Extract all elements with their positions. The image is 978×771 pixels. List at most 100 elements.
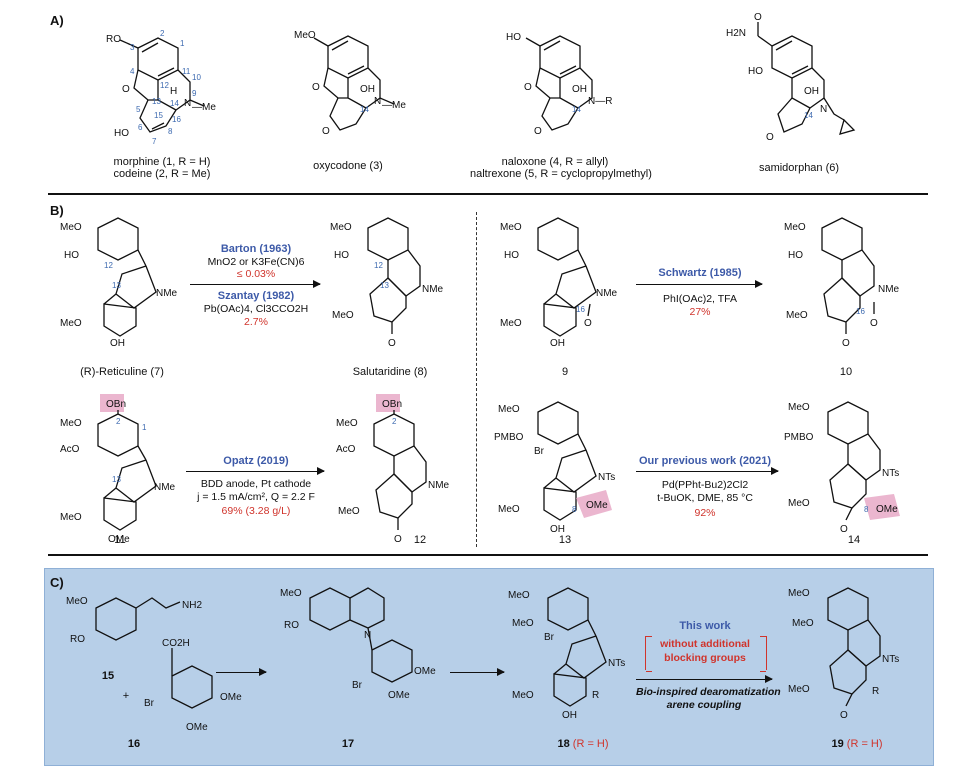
svg-text:PMBO: PMBO [494,432,524,443]
compound-10-structure: MeO HO NMe O MeO O 16 [784,217,900,349]
svg-text:MeO: MeO [336,418,358,429]
svg-text:NMe: NMe [428,480,450,491]
svg-text:6: 6 [138,123,143,132]
reaction-arrow-c1 [216,668,267,676]
svg-text:MeO: MeO [60,222,82,233]
opatz-conditions-2: j = 1.5 mA/cm², Q = 2.2 F [197,491,315,503]
svg-text:MeO: MeO [784,222,806,233]
svg-text:N: N [374,96,381,107]
compound-14-structure: MeO PMBO NTs OMe MeO O 8 [784,401,900,535]
svg-text:7: 7 [152,137,157,146]
compound-10-label: 10 [839,366,853,378]
svg-text:HO: HO [748,66,763,77]
svg-text:OMe: OMe [414,666,436,677]
svg-text:O: O [534,126,542,137]
without-additional-text: without additional [660,638,750,650]
svg-text:MeO: MeO [512,690,534,701]
svg-text:13: 13 [380,281,389,290]
svg-text:OH: OH [360,84,375,95]
compound-17-label: 17 [341,738,355,750]
compound-9-label: 9 [561,366,569,378]
naloxone-structure: HO O OH N—R O 14 [506,32,612,137]
svg-text:Br: Br [144,698,155,709]
reaction-arrow-c2 [450,668,505,676]
svg-text:O: O [840,524,848,535]
svg-text:OH: OH [804,86,819,97]
reaction-arrow-3 [186,467,325,475]
svg-text:O: O [388,338,396,349]
svg-text:O: O [312,82,320,93]
svg-text:15: 15 [154,111,163,120]
svg-text:O: O [842,338,850,349]
svg-text:NTs: NTs [882,468,899,479]
svg-text:5: 5 [136,105,141,114]
svg-text:O: O [524,82,532,93]
panel-b-divider [476,212,477,547]
svg-text:OBn: OBn [106,399,126,410]
svg-text:MeO: MeO [338,506,360,517]
compound-12-label: 12 [413,534,427,546]
svg-text:AcO: AcO [60,444,80,455]
svg-text:1: 1 [180,39,185,48]
svg-text:OMe: OMe [186,722,208,733]
svg-text:O: O [122,84,130,95]
panel-divider-2 [48,554,928,556]
oxycodone-label: oxycodone (3) [313,160,383,172]
morphine-label: morphine (1, R = H) [113,156,211,168]
svg-text:OH: OH [110,338,125,349]
compound-16-label: 16 [127,738,141,750]
svg-text:11: 11 [182,67,191,76]
svg-text:9: 9 [192,89,197,98]
svg-text:MeO: MeO [60,318,82,329]
svg-text:13: 13 [112,281,121,290]
compound-17-structure: MeO RO N Br OMe OMe [280,587,436,701]
svg-text:Br: Br [534,446,545,457]
svg-text:MeO: MeO [788,684,810,695]
svg-text:8: 8 [572,505,577,514]
svg-text:MeO: MeO [280,588,302,599]
barton-author: Barton (1963) [220,243,292,255]
samidorphan-label: samidorphan (6) [758,162,840,174]
svg-text:MeO: MeO [498,404,520,415]
svg-text:NMe: NMe [596,288,618,299]
svg-text:MeO: MeO [330,222,352,233]
svg-text:MeO: MeO [508,590,530,601]
schwartz-author: Schwartz (1985) [658,267,742,279]
svg-text:OBn: OBn [382,399,402,410]
svg-text:NMe: NMe [422,284,444,295]
szantay-conditions: Pb(OAc)4, Cl3CCO2H [203,303,309,315]
svg-text:O: O [840,710,848,721]
svg-text:MeO: MeO [786,310,808,321]
schwartz-yield: 27% [689,306,711,318]
svg-text:O: O [754,12,762,23]
svg-text:12: 12 [104,261,113,270]
svg-text:NMe: NMe [154,482,176,493]
reaction-arrow-4 [636,467,779,475]
previous-work-author: Our previous work (2021) [638,455,772,467]
svg-text:OH: OH [572,84,587,95]
svg-text:NTs: NTs [598,472,615,483]
svg-text:OMe: OMe [108,534,130,545]
blocking-groups-text: blocking groups [664,652,746,664]
svg-text:N: N [184,98,191,109]
svg-text:CO2H: CO2H [162,638,190,649]
svg-text:2: 2 [392,417,397,426]
plus-sign: + [122,690,130,702]
svg-text:HO: HO [334,250,349,261]
svg-text:AcO: AcO [336,444,356,455]
svg-text:N—R: N—R [588,96,612,107]
svg-text:MeO: MeO [294,30,316,41]
svg-text:13: 13 [112,475,121,484]
svg-text:12: 12 [374,261,383,270]
reaction-arrow-2 [636,280,763,288]
svg-text:8: 8 [168,127,173,136]
panel-c-label: C) [50,575,64,590]
svg-text:H: H [170,86,177,97]
panel-a-label: A) [50,13,64,28]
svg-text:HO: HO [114,128,129,139]
svg-text:PMBO: PMBO [784,432,814,443]
opatz-yield: 69% (3.28 g/L) [221,505,291,517]
svg-text:N: N [364,630,371,641]
